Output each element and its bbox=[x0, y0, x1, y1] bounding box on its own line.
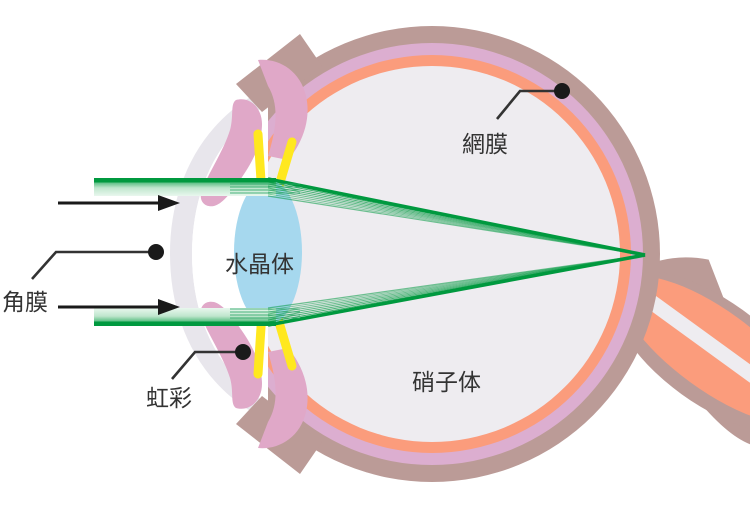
label-retina: 網膜 bbox=[462, 131, 508, 157]
light-rays bbox=[94, 177, 646, 327]
label-lens: 水晶体 bbox=[225, 251, 294, 277]
label-cornea: 角膜 bbox=[2, 289, 48, 315]
sclera-layer bbox=[204, 26, 660, 482]
ray-direction-arrows bbox=[58, 195, 180, 315]
retina-leader bbox=[495, 89, 556, 120]
upper-converging-fan bbox=[267, 177, 646, 257]
leader-lines bbox=[31, 83, 570, 380]
cornea-leader bbox=[31, 250, 150, 280]
retina-leader-dot bbox=[554, 83, 570, 99]
lower-converging-fan bbox=[267, 253, 646, 327]
label-iris: 虹彩 bbox=[146, 385, 192, 411]
iris-leader-dot bbox=[235, 344, 251, 360]
cornea-leader-dot bbox=[148, 244, 164, 260]
label-vitreous: 硝子体 bbox=[412, 369, 481, 395]
iris-leader bbox=[171, 350, 237, 380]
lens bbox=[234, 179, 302, 325]
cornea-shape bbox=[170, 96, 268, 412]
iris-and-ciliary-body bbox=[200, 59, 308, 449]
